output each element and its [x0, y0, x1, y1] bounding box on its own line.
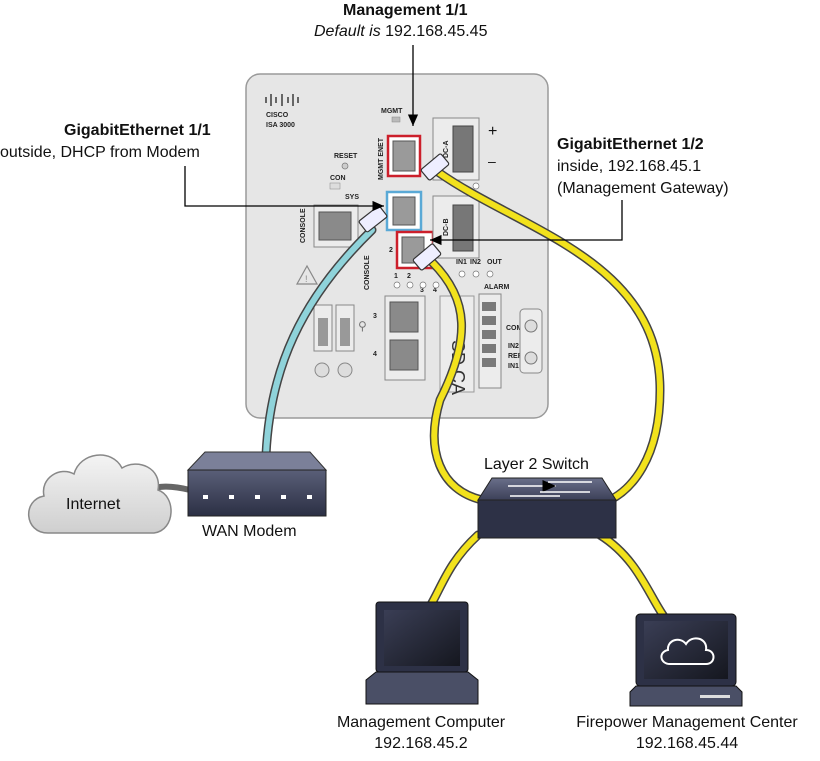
- dc-b-label: DC-B: [443, 219, 450, 237]
- in1-label: IN1: [456, 259, 467, 266]
- minus-label: –: [488, 153, 496, 169]
- wan-modem-icon: [186, 451, 328, 517]
- led-label-4: 4: [433, 287, 437, 294]
- port4-icon: [389, 339, 419, 371]
- led-label-3: 3: [420, 287, 424, 294]
- mgmt-title: Management 1/1: [343, 2, 468, 19]
- svg-text:!: !: [305, 274, 308, 284]
- usb-icon: ⚲: [358, 319, 367, 333]
- yellow-cable-inside: [429, 259, 485, 503]
- port2-label: 2: [389, 247, 393, 254]
- mgmt-port-icon: [392, 140, 416, 172]
- in2b-label: IN2: [508, 343, 519, 350]
- dc-b-connector-icon: [452, 204, 474, 252]
- rj45-plugs: [358, 153, 450, 271]
- ge11-title: GigabitEthernet 1/1: [64, 122, 211, 139]
- mgmt-default-prefix: Default is: [314, 23, 381, 40]
- alarm-label: ALARM: [484, 284, 509, 291]
- mgmt-computer-ip: 192.168.45.2: [374, 735, 468, 752]
- in1b-label: IN1: [508, 363, 519, 370]
- dc-a-label: DC-A: [443, 141, 450, 159]
- mgmt-computer-label: Management Computer: [336, 714, 506, 731]
- cloud-icon: [660, 637, 715, 665]
- com-label: COM: [506, 325, 523, 332]
- dc-a-connector-icon: [452, 125, 474, 173]
- led-label-2: 2: [407, 273, 411, 280]
- plug-icon: [412, 243, 442, 271]
- mgmt-enet-label: MGMT ENET: [378, 137, 385, 180]
- ref-label: REF: [508, 353, 523, 360]
- yellow-cable-fmc: [597, 532, 671, 625]
- yellow-cable-mgmt: [435, 169, 664, 503]
- warning-icon: [295, 264, 319, 285]
- port3-icon: [389, 301, 419, 333]
- in2-label: IN2: [470, 259, 481, 266]
- mgmt-default-line: Default is 192.168.45.45: [314, 22, 487, 41]
- mgmt-led-label: MGMT: [381, 108, 403, 115]
- port3-label: 3: [373, 313, 377, 320]
- usb-port-icon: [340, 318, 350, 346]
- ge12-title: GigabitEthernet 1/2: [557, 136, 704, 153]
- callout-arrows: [184, 45, 623, 246]
- fmc-icon: [629, 613, 743, 707]
- screw-icon: [524, 351, 538, 365]
- ge12-desc1: inside, 192.168.45.1: [557, 158, 702, 175]
- con-label: CON: [330, 175, 346, 182]
- screw-icon: [337, 362, 353, 378]
- console2-label: CONSOLE: [364, 255, 371, 290]
- screw-icon: [314, 362, 330, 378]
- led-label-1: 1: [394, 273, 398, 280]
- ge12-desc2: (Management Gateway): [557, 180, 729, 197]
- mgmt-default-ip: 192.168.45.45: [385, 23, 488, 40]
- internet-cloud-icon: [27, 454, 172, 534]
- blue-cable: [263, 227, 375, 458]
- cisco-brand-text: CISCO: [266, 112, 289, 119]
- ge11-port-icon: [392, 196, 416, 226]
- sys-label: SYS: [345, 194, 359, 201]
- wan-modem-label: WAN Modem: [202, 523, 297, 540]
- ge11-desc: outside, DHCP from Modem: [0, 144, 200, 161]
- console-port-icon: [318, 211, 352, 241]
- fmc-ip: 192.168.45.44: [635, 735, 739, 752]
- reset-label: RESET: [334, 153, 358, 160]
- reset-button-icon: [341, 162, 349, 170]
- plus-label: +: [488, 123, 497, 140]
- laptop-icon: [365, 601, 479, 705]
- cisco-logo: [265, 94, 299, 106]
- plug-icon: [420, 153, 450, 181]
- screw-icon: [524, 319, 538, 333]
- port4-label: 4: [373, 351, 377, 358]
- isa3000-device: CISCO ISA 3000 MGMT RESET CON SYS MGMT E…: [245, 73, 549, 419]
- model-text: ISA 3000: [266, 122, 295, 129]
- usb-port-icon: [318, 318, 328, 346]
- internet-label: Internet: [66, 496, 121, 513]
- layer2-switch-icon: [477, 477, 617, 539]
- layer2-switch-label: Layer 2 Switch: [484, 456, 589, 473]
- console-label: CONSOLE: [300, 208, 307, 243]
- fmc-label: Firepower Management Center: [576, 714, 798, 731]
- out-label: OUT: [487, 259, 503, 266]
